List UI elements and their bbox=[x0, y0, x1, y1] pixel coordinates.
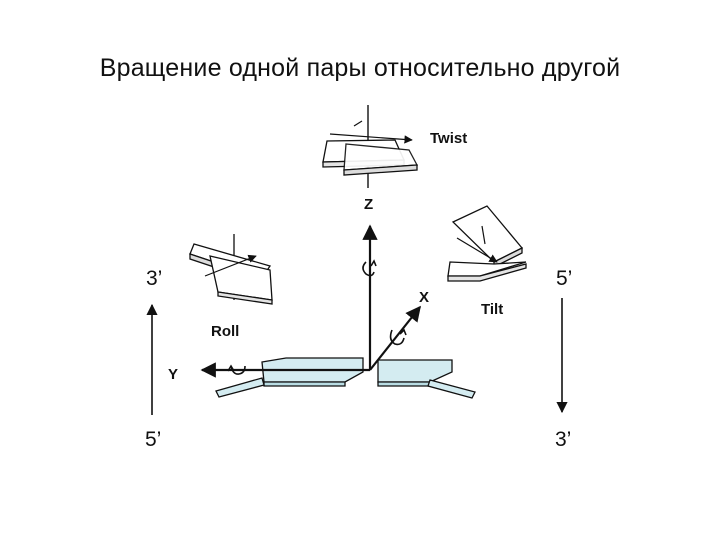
coordinate-axes bbox=[200, 224, 421, 378]
y-axis-label: Y bbox=[168, 366, 178, 383]
tilt-label: Tilt bbox=[481, 301, 503, 318]
z-axis-label: Z bbox=[364, 196, 373, 213]
right-top-strand-label: 5’ bbox=[556, 267, 572, 290]
rotation-glyphs bbox=[227, 259, 407, 375]
z-rotation-icon bbox=[362, 259, 377, 277]
base-pair-slabs bbox=[215, 357, 476, 399]
roll-label: Roll bbox=[211, 323, 239, 340]
right-slab bbox=[377, 359, 453, 383]
x-axis-label: X bbox=[419, 289, 429, 306]
left-top-strand-label: 3’ bbox=[146, 267, 162, 290]
x-rotation-icon bbox=[389, 328, 407, 346]
y-rotation-icon bbox=[227, 364, 246, 375]
left-sugar-arm bbox=[215, 377, 265, 398]
right-sugar-arm bbox=[427, 379, 476, 399]
slide-title: Вращение одной пары относительно другой bbox=[99, 54, 621, 82]
tilt-illustration bbox=[447, 205, 527, 282]
roll-illustration bbox=[189, 234, 273, 305]
twist-label: Twist bbox=[430, 130, 467, 147]
left-bottom-strand-label: 5’ bbox=[145, 428, 161, 451]
right-bottom-strand-label: 3’ bbox=[555, 428, 571, 451]
strand-arrows bbox=[146, 298, 568, 415]
twist-illustration bbox=[322, 105, 419, 188]
x-axis bbox=[369, 305, 421, 371]
